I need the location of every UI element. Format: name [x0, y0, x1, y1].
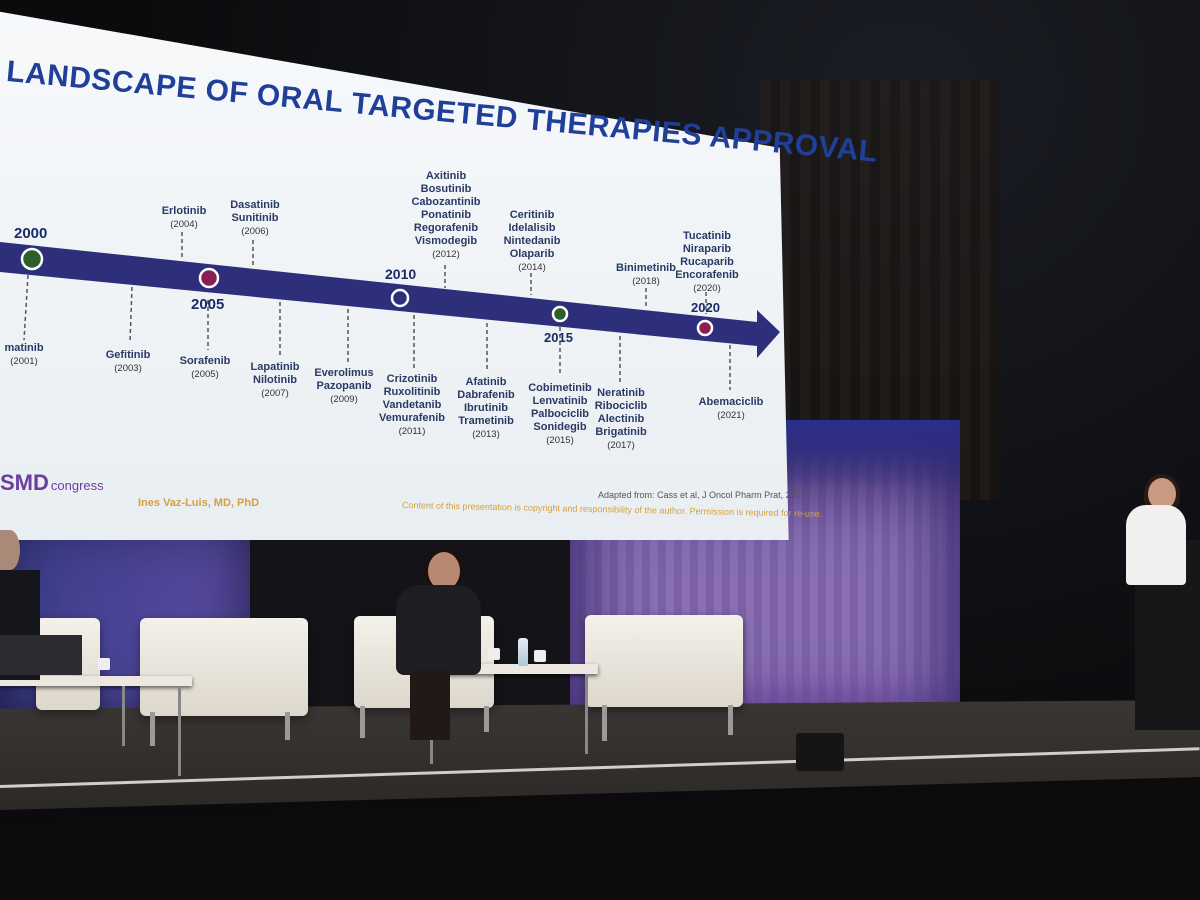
- year-2010: 2010: [385, 266, 417, 282]
- drug-label-2009: Everolimus Pazopanib(2009): [314, 367, 374, 405]
- chair-leg: [728, 705, 733, 735]
- chair-leg: [285, 712, 290, 740]
- year-2015: 2015: [544, 330, 573, 345]
- drug-label-2004: Erlotinib(2004): [161, 205, 207, 230]
- armchair-left: [140, 618, 308, 716]
- cup: [534, 650, 546, 662]
- drug-label-2017: Neratinib Ribociclib Alectinib Brigatini…: [594, 387, 648, 451]
- panelist-woman: [396, 585, 481, 675]
- slide-speaker-name: Ines Vaz-Luis, MD, PhD: [138, 497, 260, 509]
- drug-label-2014: Ceritinib Idelalisib Nintedanib Olaparib…: [503, 209, 561, 273]
- coffee-table-center: [428, 664, 598, 674]
- panelist-woman-head: [428, 552, 460, 590]
- timeline-connectors: [23, 232, 731, 390]
- drug-label-2021: Abemaciclib(2021): [698, 396, 764, 421]
- cup: [488, 648, 500, 660]
- drug-label-2006: Dasatinib Sunitinib(2006): [230, 199, 280, 237]
- panelist-woman-legs: [410, 670, 450, 740]
- drug-label-2018: Binimetinib(2018): [616, 262, 676, 287]
- drug-label-2013: Afatinib Dabrafenib Ibrutinib Trametinib…: [457, 376, 515, 440]
- drug-label-2015: Cobimetinib Lenvatinib Palbociclib Sonid…: [528, 382, 592, 446]
- speaker-head: [1148, 478, 1176, 510]
- dot-2015: [551, 305, 569, 323]
- year-2020: 2020: [691, 300, 720, 315]
- chair-leg: [602, 705, 607, 741]
- chair-leg: [360, 706, 365, 738]
- year-2005: 2005: [191, 296, 225, 313]
- drug-label-2005: Sorafenib(2005): [179, 355, 231, 380]
- dot-2000: [20, 247, 44, 271]
- drug-label-2001: matinib(2001): [4, 342, 44, 367]
- drug-label-2012: Axitinib Bosutinib Cabozantinib Ponatini…: [411, 170, 481, 260]
- year-2000: 2000: [14, 225, 48, 242]
- timeline-arrow: [0, 242, 780, 358]
- stage-monitor-speaker: [796, 733, 844, 771]
- speaker-at-podium: [1126, 505, 1186, 585]
- dot-2020: [696, 319, 714, 337]
- table-leg: [122, 686, 125, 746]
- chair-leg: [484, 706, 489, 732]
- panelist-man-head: [0, 530, 20, 570]
- cup: [98, 658, 110, 670]
- slide-source-note: Adapted from: Cass et al, J Oncol Pharm …: [598, 490, 806, 500]
- dot-2010: [390, 288, 410, 308]
- water-bottle: [518, 638, 528, 666]
- armchair-right: [585, 615, 743, 707]
- dot-2005: [198, 267, 220, 289]
- table-leg: [178, 686, 181, 776]
- table-leg: [585, 674, 588, 754]
- coffee-table-left: [0, 676, 192, 686]
- chair-leg: [150, 712, 155, 746]
- drug-label-2020: Tucatinib Niraparib Rucaparib Encorafeni…: [675, 230, 739, 294]
- laptop: [0, 635, 82, 675]
- drug-label-2007: Lapatinib Nilotinib(2007): [250, 361, 300, 399]
- drug-label-2011: Crizotinib Ruxolitinib Vandetanib Vemura…: [378, 373, 446, 437]
- drug-label-2003: Gefitinib(2003): [105, 349, 151, 374]
